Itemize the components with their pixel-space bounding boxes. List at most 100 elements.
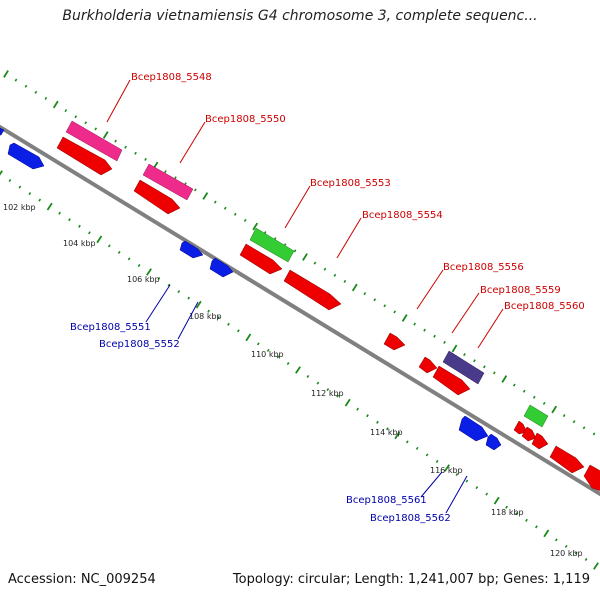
outer-tick — [252, 222, 259, 231]
inner-tick — [96, 235, 103, 244]
gene-red-3[interactable] — [239, 243, 283, 275]
inner-tick — [78, 224, 81, 228]
inner-tick — [46, 202, 53, 211]
outer-tick — [483, 365, 486, 369]
gene-label-5560[interactable]: Bcep1808_5560 — [504, 301, 585, 312]
gene-label-5551[interactable]: Bcep1808_5551 — [70, 322, 151, 333]
outer-tick — [144, 157, 147, 161]
outer-tick — [313, 261, 317, 265]
gene-label-5556[interactable]: Bcep1808_5556 — [443, 262, 524, 273]
outer-tick — [423, 328, 426, 332]
gene-label-5559[interactable]: Bcep1808_5559 — [480, 285, 561, 296]
gene-purple-5559[interactable] — [442, 350, 485, 385]
gene-red-8[interactable] — [513, 420, 528, 435]
inner-tick — [38, 198, 42, 202]
outer-tick — [451, 344, 458, 353]
gene-red-4[interactable] — [283, 269, 342, 311]
scale-label-108: 108 kbp — [189, 312, 222, 321]
scale-label-102: 102 kbp — [3, 203, 36, 212]
gene-red-12[interactable] — [583, 464, 600, 492]
inner-tick — [107, 244, 111, 248]
gene-blue-0[interactable] — [0, 127, 5, 136]
callout-line-5559 — [451, 292, 480, 334]
gene-label-5554[interactable]: Bcep1808_5554 — [362, 210, 443, 221]
gene-labels: Bcep1808_5548 Bcep1808_5550 Bcep1808_555… — [70, 72, 585, 524]
inner-tick — [493, 496, 500, 505]
inner-tick — [245, 333, 252, 342]
scale-label-104: 104 kbp — [63, 239, 96, 248]
map-title: Burkholderia vietnamiensis G4 chromosome… — [62, 8, 538, 24]
inner-tick — [146, 268, 152, 276]
gene-green-5553[interactable] — [249, 227, 295, 263]
scale-labels: 102 kbp 104 kbp 106 kbp 108 kbp 110 kbp … — [3, 203, 583, 558]
gene-pink-5550[interactable] — [142, 163, 194, 201]
outer-tick — [74, 115, 78, 119]
gene-red-11[interactable] — [549, 445, 585, 474]
inner-tick — [475, 486, 479, 490]
inner-tick — [8, 178, 12, 183]
outer-tick — [243, 218, 247, 222]
outer-tick — [443, 340, 446, 344]
gene-blue-5552[interactable] — [209, 257, 234, 278]
gene-label-5552[interactable]: Bcep1808_5552 — [99, 339, 180, 350]
outer-tick — [582, 426, 586, 430]
inner-tick — [157, 276, 161, 281]
callout-line-5552 — [177, 301, 199, 340]
inner-tick — [266, 348, 270, 352]
gene-red-5[interactable] — [383, 332, 406, 351]
genes — [0, 120, 600, 492]
gene-red-9[interactable] — [521, 426, 537, 442]
inner-tick — [316, 381, 320, 385]
gene-green-right[interactable] — [523, 404, 549, 428]
outer-tick — [102, 131, 109, 139]
gene-red-6[interactable] — [418, 356, 438, 374]
outer-tick — [463, 353, 466, 357]
gene-red-1[interactable] — [56, 136, 113, 176]
outer-tick — [302, 253, 308, 261]
inner-tick — [593, 562, 599, 570]
outer-tick — [343, 279, 347, 283]
inner-tick — [227, 322, 230, 326]
gene-label-5562[interactable]: Bcep1808_5562 — [370, 513, 451, 524]
outer-tick — [174, 176, 177, 180]
gene-blue-1[interactable] — [7, 142, 45, 170]
inner-tick — [584, 557, 588, 562]
inner-tick — [356, 407, 359, 411]
gene-callout-lines — [106, 79, 504, 514]
outer-tick — [3, 70, 9, 78]
inner-tick — [0, 170, 3, 176]
gene-label-5550[interactable]: Bcep1808_5550 — [205, 114, 286, 125]
gene-red-10[interactable] — [531, 432, 549, 450]
backbone-line — [0, 124, 600, 497]
outer-tick — [124, 145, 127, 149]
gene-label-5561[interactable]: Bcep1808_5561 — [346, 495, 427, 506]
gene-blue-5562[interactable] — [485, 433, 502, 451]
inner-tick — [28, 192, 32, 196]
inner-tick — [195, 300, 202, 309]
inner-tick — [326, 388, 330, 392]
callout-line-5551 — [145, 284, 171, 323]
inner-tick — [167, 283, 171, 287]
scale-label-106: 106 kbp — [127, 275, 160, 284]
outer-tick — [373, 298, 377, 302]
outer-tick — [64, 109, 68, 113]
callout-line-5560 — [477, 308, 504, 349]
gene-pink-5548[interactable] — [65, 120, 123, 162]
gene-blue-5551[interactable] — [179, 240, 204, 259]
outer-tick — [383, 304, 387, 308]
inner-tick — [306, 374, 310, 379]
inner-tick — [465, 479, 469, 483]
gene-blue-5561[interactable] — [458, 415, 489, 442]
inner-tick — [177, 290, 181, 294]
inner-tick — [137, 263, 141, 268]
outer-tick — [34, 90, 38, 94]
outer-tick — [14, 78, 18, 82]
gene-red-7[interactable] — [432, 365, 471, 396]
inner-tick — [336, 394, 340, 398]
gene-label-5548[interactable]: Bcep1808_5548 — [131, 72, 212, 83]
outer-tick — [401, 314, 408, 322]
inner-tick — [444, 464, 450, 472]
gene-red-2[interactable] — [133, 179, 181, 215]
outer-tick — [164, 170, 167, 174]
gene-label-5553[interactable]: Bcep1808_5553 — [310, 178, 391, 189]
